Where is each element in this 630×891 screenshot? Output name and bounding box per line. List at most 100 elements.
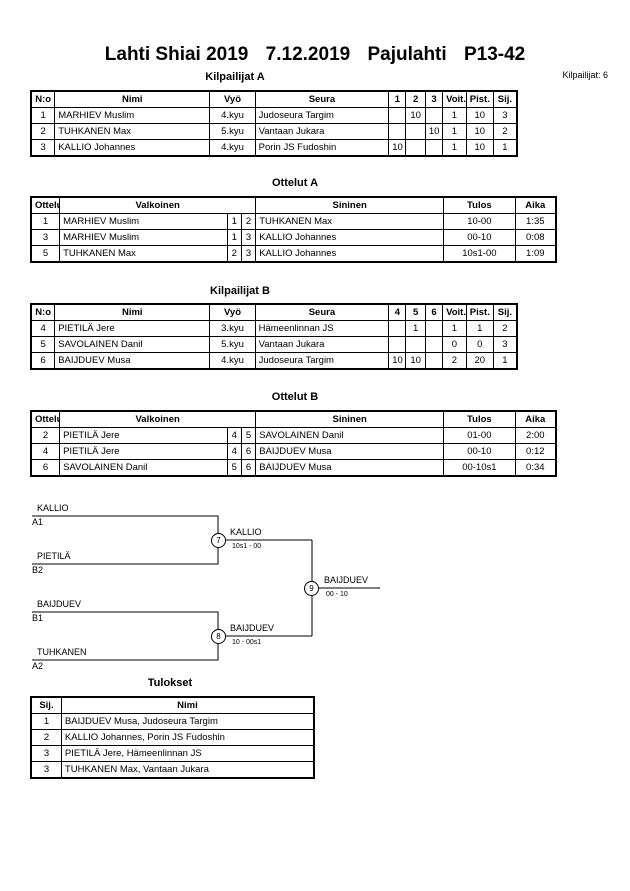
table-cell: 4.kyu bbox=[209, 352, 256, 370]
bracket-top-name-2: BAIJDUEV bbox=[37, 599, 82, 609]
table-cell bbox=[405, 123, 426, 140]
table-cell: 0 bbox=[465, 336, 494, 353]
bracket-bottom-name-2: TUHKANEN bbox=[37, 647, 87, 657]
table-cell: 3 bbox=[240, 245, 257, 263]
competitors-count: Kilpailijat: 6 bbox=[562, 70, 608, 80]
table-cell: 00-10 bbox=[443, 229, 516, 246]
match-number-9: 9 bbox=[304, 581, 319, 596]
table-cell: 3 bbox=[492, 107, 518, 124]
column-header: Pist. bbox=[465, 303, 494, 321]
matches-b-table: OtteluValkoinenSininenTulosAika2PIETILÄ … bbox=[30, 410, 557, 477]
semi1-winner: KALLIO bbox=[230, 527, 262, 537]
event-name: Lahti Shiai 2019 bbox=[104, 44, 249, 65]
table-cell: 0:12 bbox=[514, 443, 557, 460]
table-cell: 10 bbox=[465, 139, 494, 157]
table-cell: 6 bbox=[240, 459, 257, 477]
bracket-seed-3: B1 bbox=[32, 613, 44, 623]
table-cell: 3 bbox=[240, 229, 257, 246]
event-date: 7.12.2019 bbox=[265, 44, 351, 65]
table-cell: 10 bbox=[424, 123, 444, 140]
table-cell: 00-10 bbox=[443, 443, 516, 460]
column-header: Nimi bbox=[60, 696, 315, 714]
table-cell: 0:34 bbox=[514, 459, 557, 477]
event-category: P13-42 bbox=[463, 44, 526, 65]
table-cell bbox=[424, 139, 444, 157]
table-cell: 6 bbox=[240, 443, 257, 460]
table-cell: 10s1-00 bbox=[443, 245, 516, 263]
semi1-score: 10s1 - 00 bbox=[232, 543, 262, 550]
column-header: 6 bbox=[424, 303, 444, 321]
table-cell: BAIJDUEV Musa, Judoseura Targim bbox=[60, 713, 315, 730]
matches-a-title: Ottelut A bbox=[271, 177, 319, 189]
table-cell: 4.kyu bbox=[209, 139, 256, 157]
column-header: Aika bbox=[514, 410, 557, 428]
table-cell: PIETILÄ Jere, Hämeenlinnan JS bbox=[60, 745, 315, 762]
column-header: Sij. bbox=[30, 696, 62, 714]
bracket-seed-1: A1 bbox=[32, 517, 44, 527]
bracket-bottom-name-1: PIETILÄ bbox=[37, 551, 71, 561]
table-cell: 20 bbox=[465, 352, 494, 370]
table-cell: 2 bbox=[240, 213, 257, 230]
table-cell: SAVOLAINEN Danil bbox=[54, 336, 211, 353]
table-cell: 1 bbox=[30, 713, 62, 730]
matches-a-table: OtteluValkoinenSininenTulosAika1MARHIEV … bbox=[30, 196, 557, 263]
table-cell: 10 bbox=[405, 352, 426, 370]
table-cell: 5.kyu bbox=[209, 336, 256, 353]
match-number-8: 8 bbox=[211, 629, 226, 644]
table-cell: TUHKANEN Max, Vantaan Jukara bbox=[60, 761, 315, 779]
table-cell: 3 bbox=[492, 336, 518, 353]
table-cell: KALLIO Johannes bbox=[255, 229, 445, 246]
table-cell: 3 bbox=[30, 761, 62, 779]
event-place: Pajulahti bbox=[367, 44, 447, 65]
table-cell: 2 bbox=[492, 123, 518, 140]
semi2-score: 10 - 00s1 bbox=[232, 639, 262, 646]
final-winner: BAIJDUEV bbox=[324, 575, 369, 585]
table-cell bbox=[424, 336, 444, 353]
table-cell: 5 bbox=[30, 336, 56, 353]
column-header: 5 bbox=[405, 303, 426, 321]
table-cell: 00-10s1 bbox=[443, 459, 516, 477]
table-cell: 0:08 bbox=[514, 229, 557, 246]
table-cell: 1 bbox=[492, 139, 518, 157]
semi2-winner: BAIJDUEV bbox=[230, 623, 275, 633]
table-cell: 2 bbox=[30, 729, 62, 746]
table-cell: 3 bbox=[30, 745, 62, 762]
pool-a-title: Kilpailijat A bbox=[205, 71, 265, 83]
table-cell bbox=[405, 139, 426, 157]
table-cell: 2 bbox=[30, 123, 56, 140]
bracket-top-name-1: KALLIO bbox=[37, 503, 69, 513]
bracket-seed-4: A2 bbox=[32, 661, 44, 671]
header-row: Sij.Nimi bbox=[30, 696, 315, 714]
results-title: Tulokset bbox=[147, 677, 193, 689]
final-score: 00 - 10 bbox=[326, 591, 348, 598]
table-cell: 1:09 bbox=[514, 245, 557, 263]
table-cell: BAIJDUEV Musa bbox=[255, 443, 445, 460]
match-number-7: 7 bbox=[211, 533, 226, 548]
table-cell bbox=[405, 336, 426, 353]
table-cell: 10 bbox=[465, 123, 494, 140]
table-cell: KALLIO Johannes, Porin JS Fudoshin bbox=[60, 729, 315, 746]
bracket-seed-2: B2 bbox=[32, 565, 44, 575]
table-cell: 5 bbox=[240, 427, 257, 444]
table-cell: TUHKANEN Max bbox=[59, 245, 228, 263]
table-cell bbox=[424, 352, 444, 370]
page-title: Lahti Shiai 2019 7.12.2019 Pajulahti P13… bbox=[0, 44, 630, 66]
